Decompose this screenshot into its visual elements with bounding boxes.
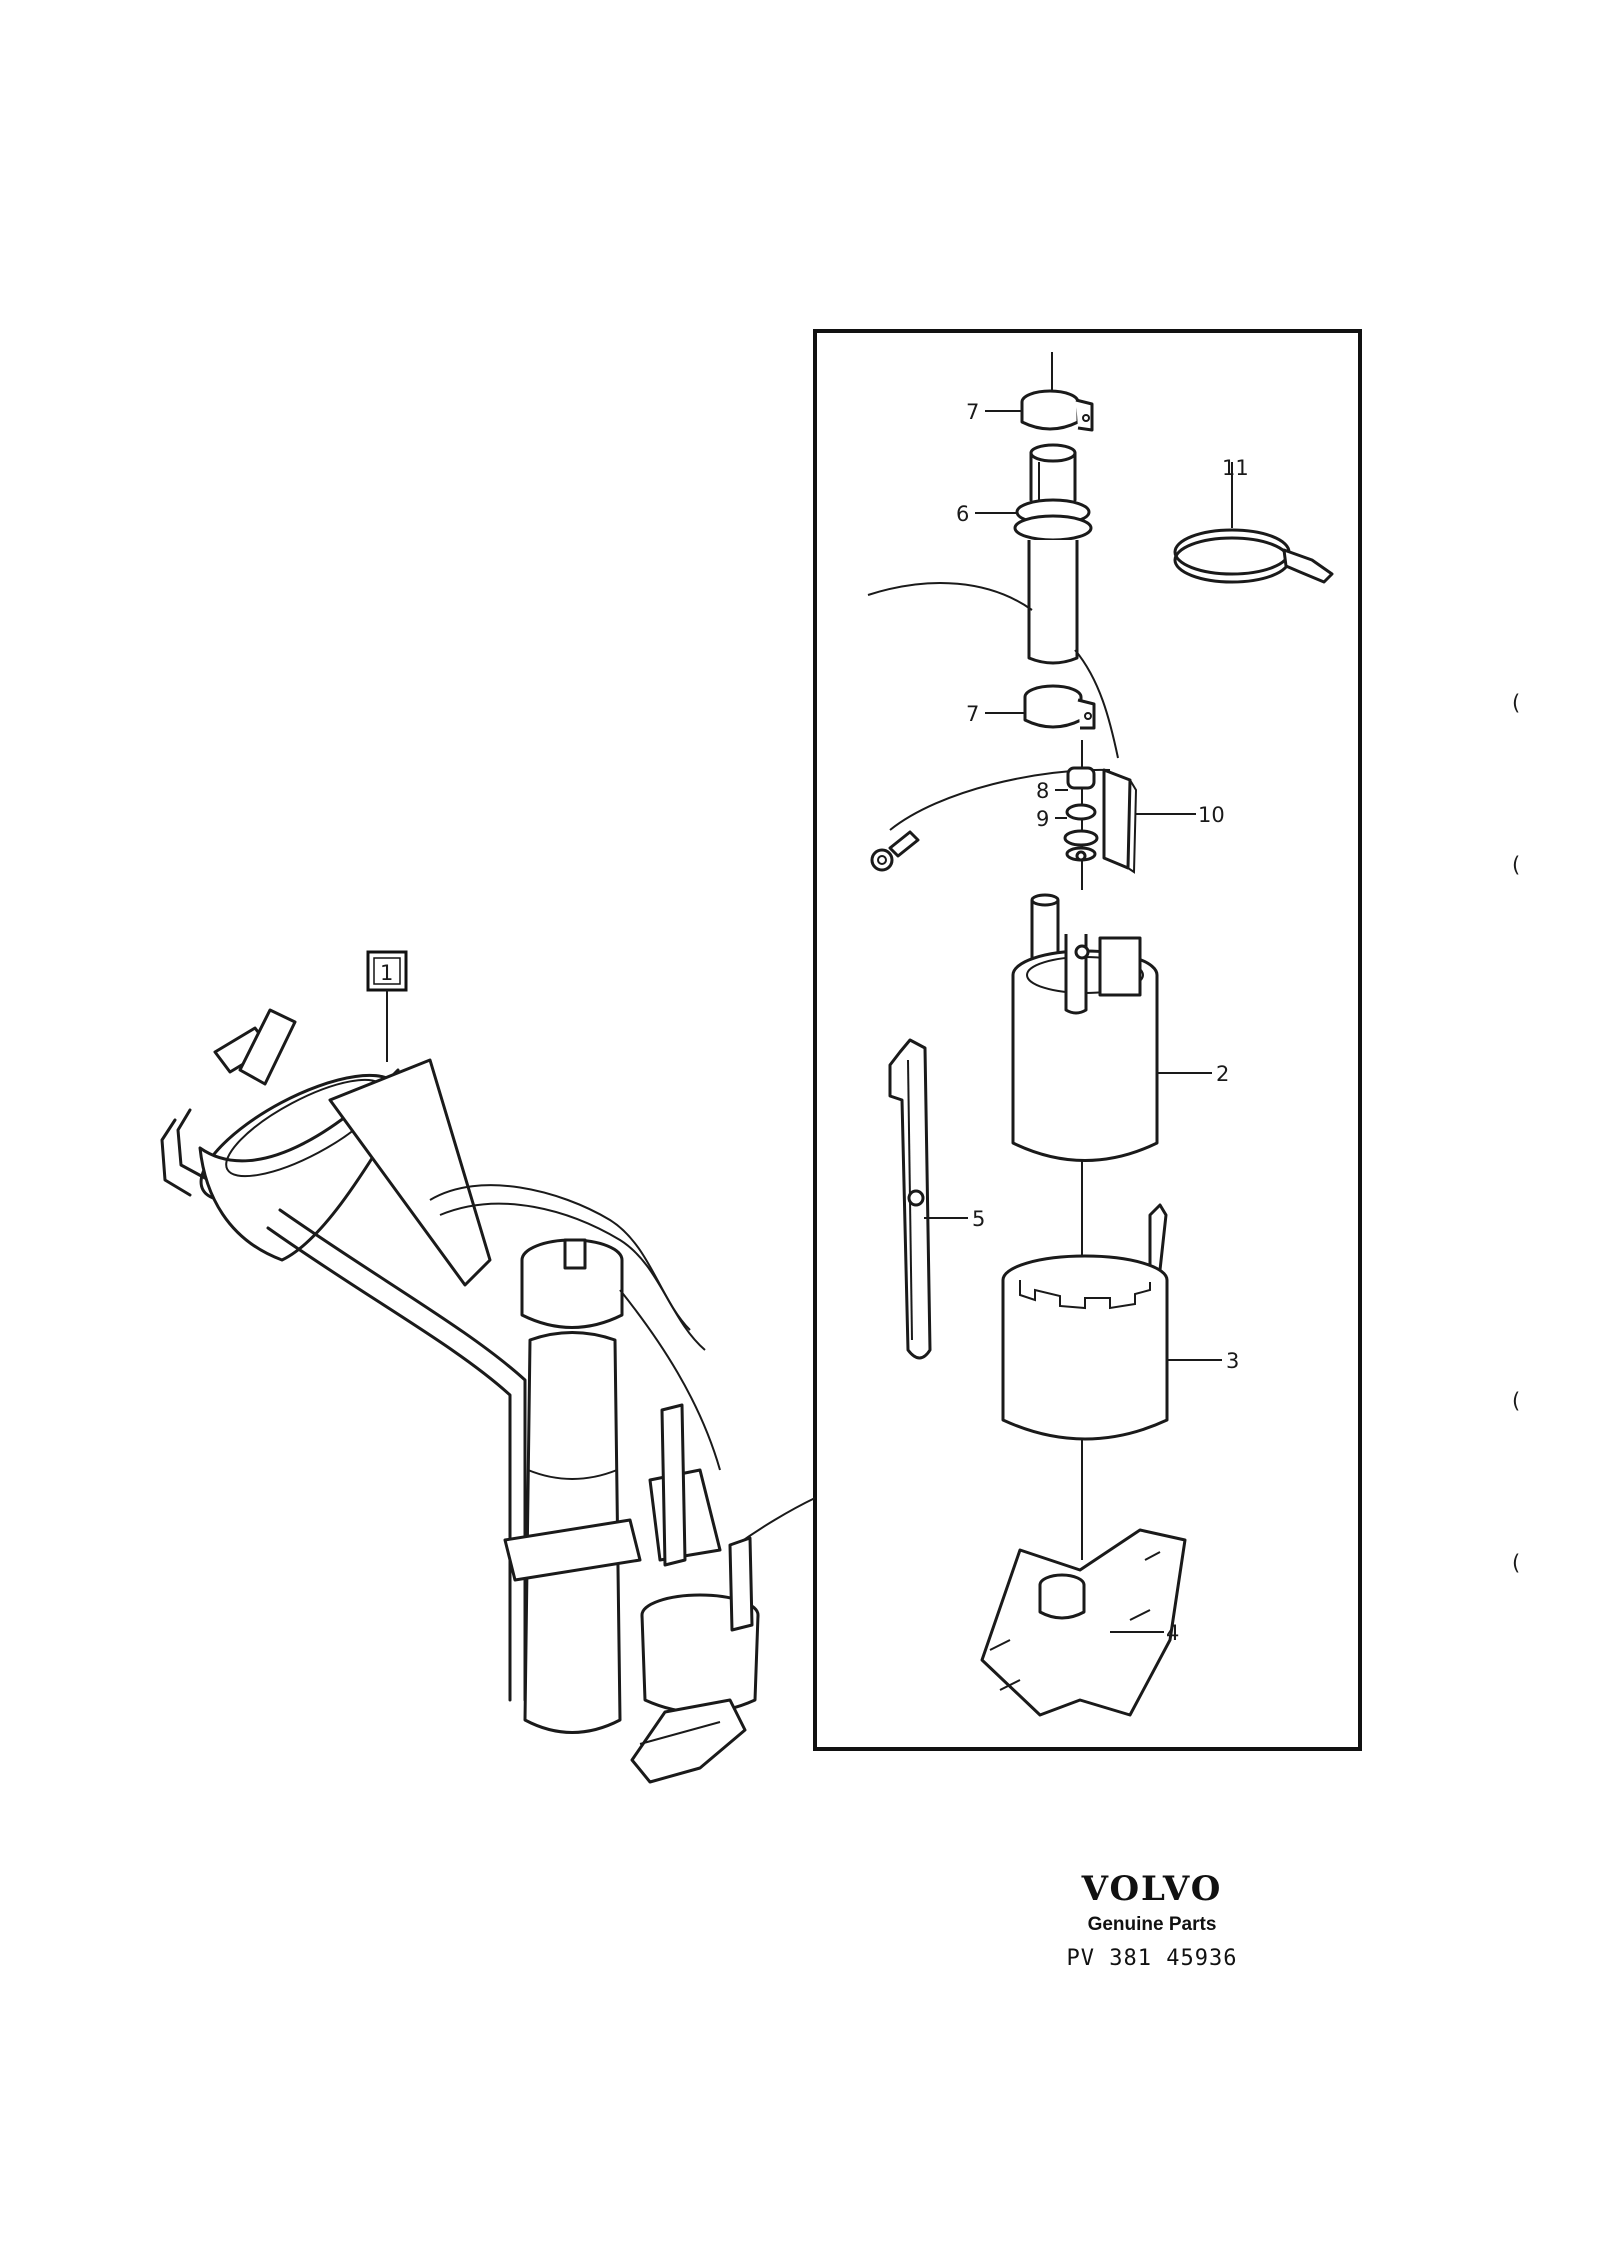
wire-lead: [867, 582, 1033, 611]
callout-label: 1: [380, 961, 393, 985]
callout-label: 10: [1198, 803, 1225, 827]
fuel-pump-assembly: [160, 1008, 760, 1784]
pump-sleeve-part: [1001, 1203, 1169, 1441]
sender-strip-part: [888, 1038, 932, 1360]
callout-label: 2: [1216, 1062, 1229, 1086]
margin-mark: (: [1512, 1551, 1520, 1575]
brand-tagline: Genuine Parts: [1088, 1914, 1217, 1935]
part-reference: PV 381 45936: [1067, 1946, 1238, 1971]
callout-10: 10: [1136, 803, 1225, 827]
connector-part: [870, 768, 1138, 874]
detail-frame: [813, 329, 1362, 1751]
clamp-lower-part: [1023, 684, 1096, 730]
callout-label: 8: [1036, 779, 1049, 803]
margin-mark: (: [1512, 853, 1520, 877]
callout-label: 5: [972, 1207, 985, 1231]
callout-3: 3: [1167, 1349, 1239, 1373]
nut-washer-part: [1063, 740, 1099, 890]
hose-part: [1013, 443, 1093, 665]
callout-label: 7: [966, 400, 979, 424]
callout-label: 3: [1226, 1349, 1239, 1373]
wire-lead-2: [1074, 649, 1119, 759]
callout-1: 1: [366, 950, 408, 1062]
callout-7a: 7: [966, 400, 1022, 424]
ring-clamp-part: [1173, 462, 1334, 584]
strainer-part: [980, 1528, 1187, 1717]
callout-label: 9: [1036, 807, 1049, 831]
clamp-top-part: [1020, 352, 1094, 432]
callout-label: 7: [966, 702, 979, 726]
callout-8: 8: [1036, 779, 1068, 803]
pump-body-part: [1011, 893, 1159, 1162]
callout-6: 6: [956, 502, 1017, 526]
margin-mark: (: [1512, 1389, 1520, 1413]
callout-5: 5: [924, 1207, 985, 1231]
brand-logo: VOLVO: [1081, 1869, 1223, 1909]
callout-2: 2: [1157, 1062, 1229, 1086]
callout-4: 4: [1110, 1621, 1179, 1645]
margin-mark: (: [1512, 691, 1520, 715]
callout-label: 6: [956, 502, 969, 526]
callout-label: 11: [1222, 456, 1249, 480]
callout-label: 4: [1166, 1621, 1179, 1645]
callout-7b: 7: [966, 702, 1025, 726]
callout-11: 11: [1222, 456, 1249, 480]
callout-9: 9: [1036, 807, 1067, 831]
